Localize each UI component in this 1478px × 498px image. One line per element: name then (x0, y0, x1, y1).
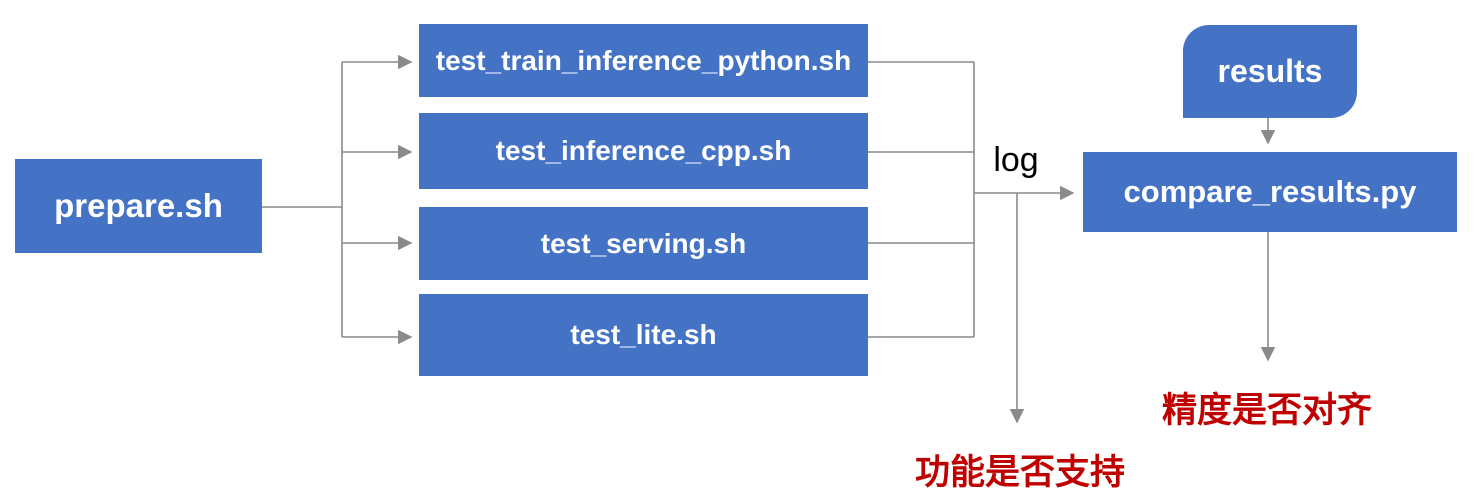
annotation-function-support: 功能是否支持 (914, 453, 1125, 492)
node-test-serving-sh: test_serving.sh (419, 207, 868, 280)
node-compare-results-py: compare_results.py (1083, 152, 1457, 232)
node-prepare-sh: prepare.sh (15, 159, 262, 253)
node-test-train-inference-python-sh: test_train_inference_python.sh (419, 24, 868, 97)
node-test-inference-cpp-sh: test_inference_cpp.sh (419, 113, 868, 189)
node-results: results (1183, 25, 1357, 118)
annotation-precision-aligned: 精度是否对齐 (1161, 391, 1372, 430)
edge-label-log: log (993, 141, 1039, 179)
node-test-lite-sh: test_lite.sh (419, 294, 868, 376)
